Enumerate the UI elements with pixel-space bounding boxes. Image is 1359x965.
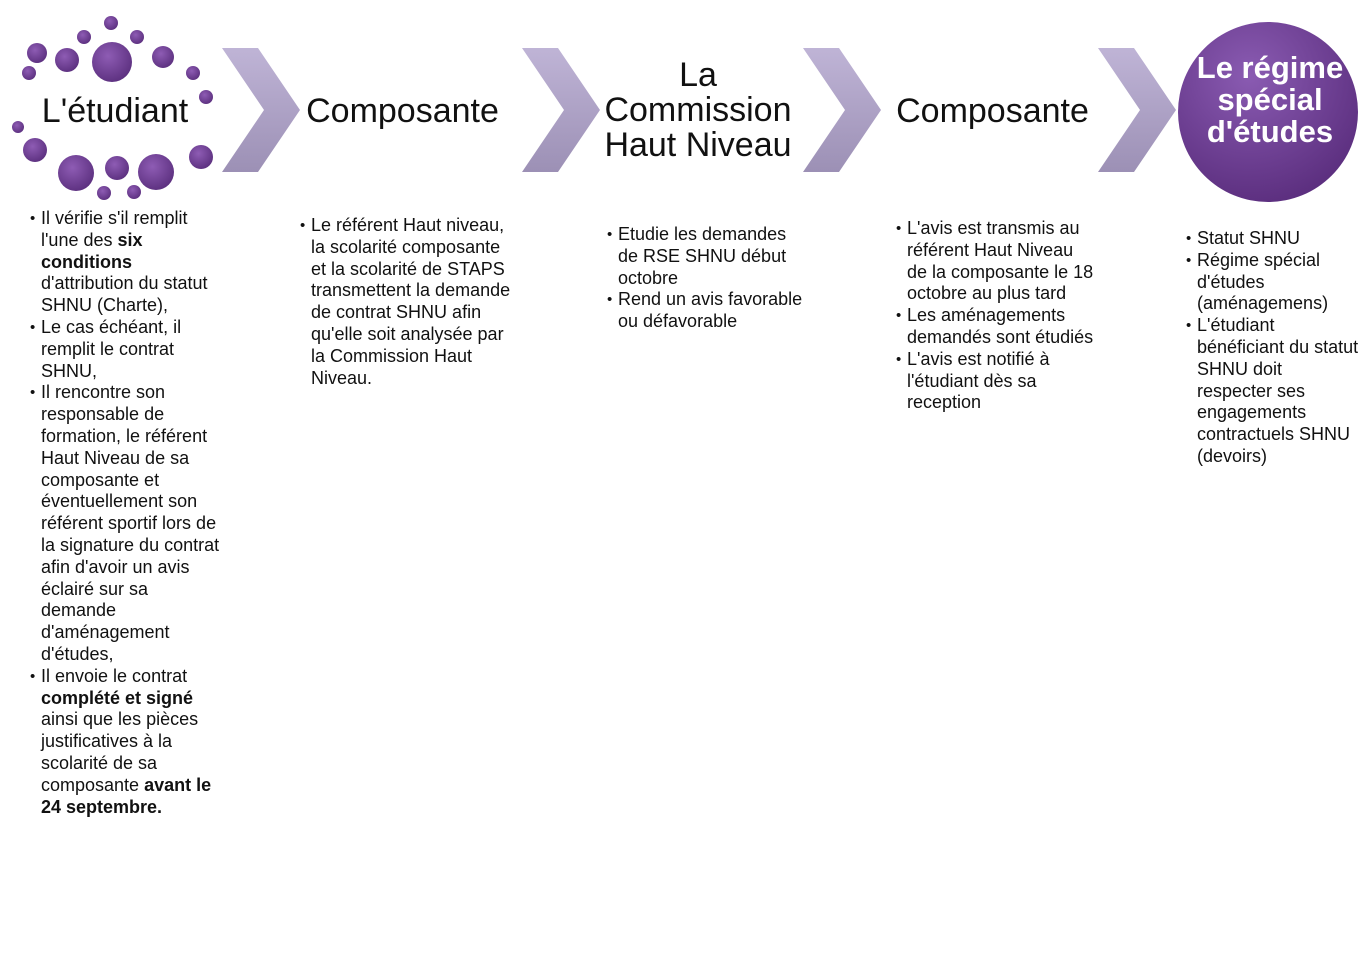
bullet-text: ainsi que les pièces justificatives à la… [41,709,199,795]
bullet-text: Le cas échéant, il remplit le contrat SH… [41,316,182,381]
step-3-bullets: Etudie les demandes de RSE SHNU début oc… [607,224,807,333]
bullet-item: L'étudiant bénéficiant du statut SHNU do… [1186,315,1359,468]
step-5-title: Le régime spécial d'études [1196,50,1344,149]
bullet-item: Il rencontre son responsable de formatio… [30,382,220,665]
bullet-text: Il envoie le contrat [41,665,188,686]
step-3-title: La Commission Haut Niveau [604,56,792,164]
bullet-item: L'avis est notifié à l'étudiant dès sa r… [896,349,1096,414]
bullet-item: Le cas échéant, il remplit le contrat SH… [30,317,220,382]
bullet-text: Rend un avis favorable ou défavorable [618,289,803,332]
step-1-title: L'étudiant [41,92,189,130]
bullet-text: Statut SHNU [1197,228,1301,248]
bullet-item: Il vérifie s'il remplit l'une des six co… [30,208,220,317]
step-5-bullets: Statut SHNURégime spécial d'études (amén… [1186,228,1359,468]
final-circle [1178,22,1358,202]
step-2-bullets: Le référent Haut niveau, la scolarité co… [300,215,515,389]
bullet-bold-text: six conditions [41,229,143,272]
bullet-text: Les aménagements demandés sont étudiés [907,305,1094,347]
step-1-bullets: Il vérifie s'il remplit l'une des six co… [30,208,220,818]
step-2-title: Composante [306,92,499,130]
bullet-text: d'attribution du statut SHNU (Charte), [41,273,208,316]
bullet-item: Il envoie le contrat complété et signé a… [30,666,220,819]
bullet-text: L'avis est notifié à l'étudiant dès sa r… [907,348,1050,413]
bullet-item: Rend un avis favorable ou défavorable [607,289,807,333]
bullet-text: Le référent Haut niveau, la scolarité co… [311,215,511,388]
bullet-item: Le référent Haut niveau, la scolarité co… [300,215,515,389]
bullet-item: Les aménagements demandés sont étudiés [896,305,1096,349]
bullet-text: Etudie les demandes de RSE SHNU début oc… [618,224,787,288]
bullet-item: Régime spécial d'études (aménagemens) [1186,250,1359,315]
bullet-item: Etudie les demandes de RSE SHNU début oc… [607,224,807,289]
bullet-text: Il rencontre son responsable de formatio… [41,382,220,664]
bullet-bold-text: complété et signé [41,687,194,708]
bullet-text: Régime spécial d'études (aménagemens) [1197,249,1329,314]
bullet-item: L'avis est transmis au référent Haut Niv… [896,218,1096,305]
bullet-item: Statut SHNU [1186,228,1359,250]
bullet-text: Il vérifie s'il remplit l'une des [41,208,188,250]
step-4-title: Composante [896,92,1089,130]
chevron-arrow-2 [522,48,600,172]
chevron-arrow-3 [803,48,881,172]
dots-decoration [12,16,213,200]
bullet-text: L'avis est transmis au référent Haut Niv… [907,218,1094,304]
bullet-bold-text: avant le 24 septembre. [41,774,212,817]
bullet-text: L'étudiant bénéficiant du statut SHNU do… [1197,315,1359,466]
chevron-arrow-1 [222,48,300,172]
chevron-arrow-4 [1098,48,1176,172]
step-4-bullets: L'avis est transmis au référent Haut Niv… [896,218,1096,414]
